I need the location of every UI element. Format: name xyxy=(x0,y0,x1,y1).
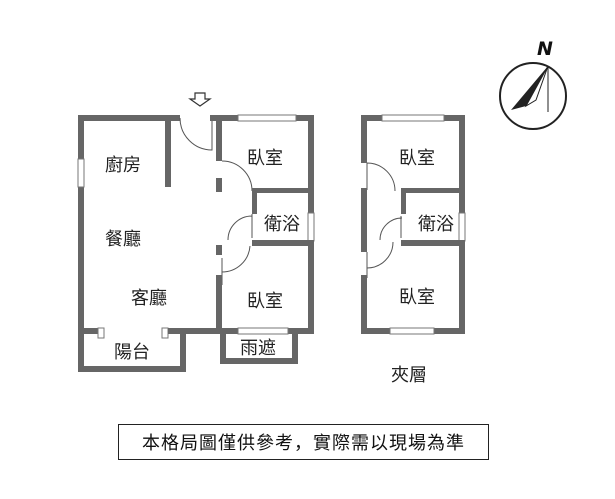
bath-label: 衛浴 xyxy=(264,214,300,235)
wall xyxy=(361,115,367,163)
window xyxy=(161,327,169,339)
balcony-label: 陽台 xyxy=(114,342,150,363)
wall xyxy=(78,187,84,372)
wall xyxy=(459,241,465,333)
wall xyxy=(78,115,180,121)
wall xyxy=(308,115,314,213)
wall xyxy=(216,275,222,333)
wall xyxy=(168,328,218,334)
window xyxy=(307,212,315,242)
wall xyxy=(308,241,314,333)
wall xyxy=(78,115,84,159)
bath-door xyxy=(379,216,403,241)
bedroom-door xyxy=(366,241,394,278)
wall xyxy=(252,240,314,246)
wall xyxy=(210,115,216,121)
living-label: 客廳 xyxy=(131,288,167,309)
bedroom-door xyxy=(366,162,396,192)
wall xyxy=(78,366,186,372)
wall xyxy=(216,178,222,192)
window xyxy=(389,327,435,335)
window xyxy=(97,327,105,339)
dining-label: 餐廳 xyxy=(105,229,141,250)
window xyxy=(237,114,297,122)
bedroom-label: 臥室 xyxy=(247,148,283,169)
bedroom-label: 臥室 xyxy=(399,287,435,308)
wall xyxy=(361,188,367,240)
wall xyxy=(252,188,257,214)
wall xyxy=(401,188,465,193)
wall xyxy=(459,115,465,213)
window xyxy=(77,158,85,188)
wall xyxy=(361,275,367,333)
wall xyxy=(216,115,222,161)
bedroom-label: 臥室 xyxy=(399,148,435,169)
mezzanine-label: 夾層 xyxy=(391,365,427,386)
wall xyxy=(216,245,222,255)
wall xyxy=(252,188,314,193)
main-unit xyxy=(77,114,315,372)
window xyxy=(381,114,445,122)
wall xyxy=(165,115,171,187)
north-label: N xyxy=(537,38,553,60)
wall xyxy=(401,188,406,214)
disclaimer-note: 本格局圖僅供參考，實際需以現場為準 xyxy=(118,424,489,460)
canopy-label: 雨遮 xyxy=(240,338,276,359)
bedroom-door xyxy=(221,245,251,285)
bath-label: 衛浴 xyxy=(418,214,454,235)
window xyxy=(458,212,466,242)
mezzanine-unit xyxy=(361,114,466,335)
wall xyxy=(180,334,186,372)
entrance-door xyxy=(179,117,213,151)
wall xyxy=(220,358,298,364)
compass-icon xyxy=(499,62,567,130)
wall xyxy=(361,240,367,252)
wall xyxy=(78,328,98,334)
down-arrow-icon xyxy=(188,92,212,107)
bedroom-door xyxy=(221,160,253,192)
kitchen-label: 廚房 xyxy=(105,154,141,176)
bath-door xyxy=(227,214,253,241)
wall xyxy=(292,334,298,362)
wall xyxy=(401,240,465,246)
bedroom-label: 臥室 xyxy=(247,291,283,312)
window xyxy=(237,327,289,335)
wall xyxy=(220,334,226,362)
